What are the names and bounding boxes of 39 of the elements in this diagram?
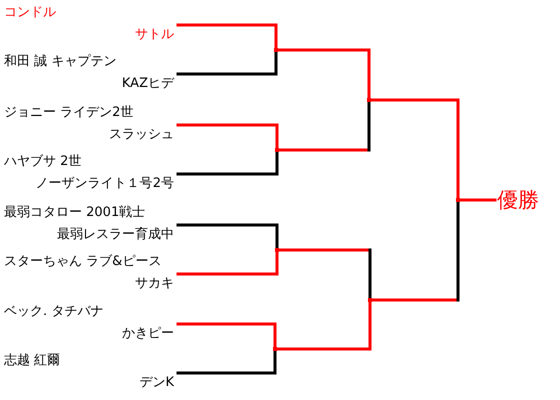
wrestler-name: KAZヒデ [122,76,174,92]
wrestler-name: 志越 紅爾 [4,353,60,369]
bracket-line [176,24,278,50]
wrestler-name: コンドル [4,5,56,21]
champion-label: 優勝 [497,187,539,213]
bracket-junction [275,248,279,252]
wrestler-name: スラッシュ [109,127,174,143]
bracket-line [176,350,276,374]
wrestler-name: サカキ [135,276,174,292]
bracket-line [278,100,370,152]
bracket-junction [274,48,278,52]
wrestler-name: ベック. タチバナ [4,304,104,320]
bracket-junction [273,347,277,351]
wrestler-name: 最弱コタロー 2001戦士 [4,205,146,221]
bracket-line [370,98,460,200]
bracket-line [278,248,372,300]
bracket-junction [456,198,460,202]
bracket-line [176,224,278,250]
bracket-line [176,150,278,176]
bracket-line [176,124,278,150]
wrestler-name: ハヤブサ 2世 [4,154,82,170]
wrestler-name: ジョニー ライデン2世 [4,105,134,121]
wrestler-name: 最弱レスラー育成中 [57,227,174,243]
bracket-line [276,48,370,100]
bracket-junction [368,298,372,302]
bracket-line [276,300,372,350]
wrestler-name: かきピー [122,326,174,342]
wrestler-name: ノーザンライト１号2号 [36,176,174,192]
wrestler-name: スターちゃん ラブ&ピース [4,254,162,270]
bracket-line [176,250,278,276]
bracket-line [176,50,278,76]
bracket-line [370,200,460,302]
bracket-line [176,322,276,348]
bracket-junction [275,148,279,152]
bracket-junction [367,98,371,102]
wrestler-name: サトル [135,27,174,43]
bracket-line [458,198,496,202]
wrestler-name: デンK [139,375,174,391]
wrestler-name: 和田 誠 キャプテン [4,54,116,70]
